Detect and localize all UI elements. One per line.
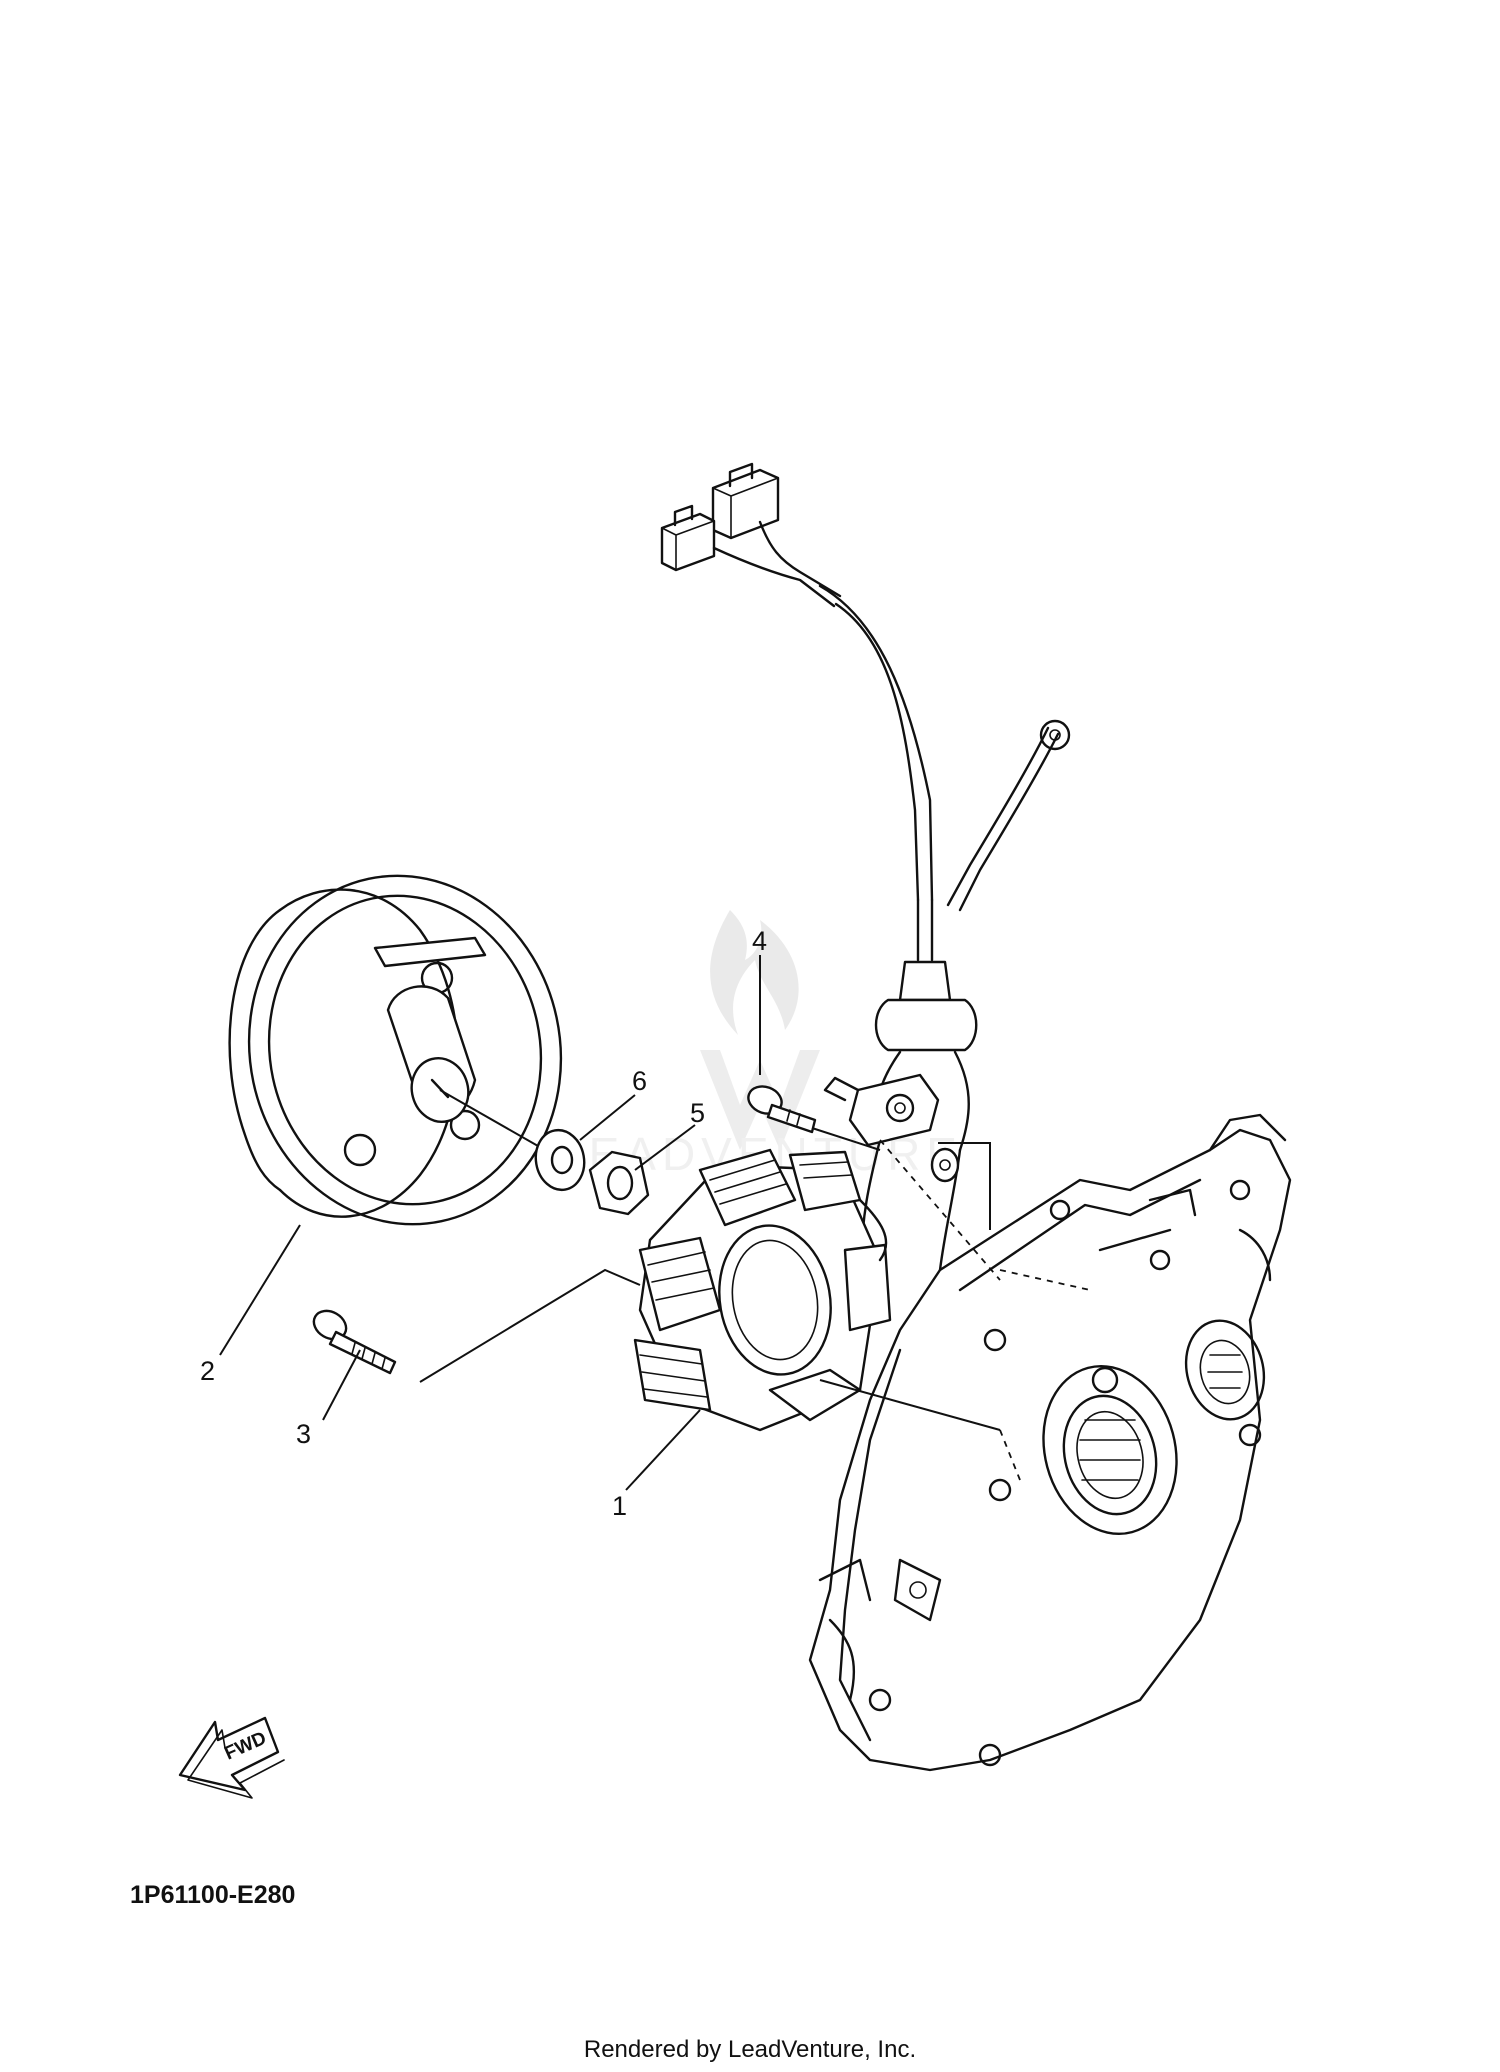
fwd-direction-arrow: FWD (178, 1716, 285, 1799)
stator-bolt (312, 1268, 641, 1383)
lead-clamp-bolt (747, 1085, 991, 1230)
washer (534, 1128, 586, 1192)
callout-3: 3 (296, 1419, 311, 1449)
rotor-flywheel (228, 874, 563, 1226)
lead-clamp (823, 1073, 960, 1183)
footer-credit: Rendered by LeadVenture, Inc. (584, 2036, 916, 2063)
callout-2: 2 (200, 1356, 215, 1386)
callout-1: 1 (612, 1491, 627, 1521)
callout-6: 6 (632, 1066, 647, 1096)
wire-harness (660, 462, 1071, 1272)
diagram-code: 1P61100-E280 (130, 1881, 295, 1909)
crankcase-cover (808, 1113, 1292, 1772)
leader-lines (219, 955, 761, 1491)
callout-4: 4 (752, 926, 767, 956)
nut (588, 1150, 650, 1216)
callout-5: 5 (690, 1098, 705, 1128)
stator-assembly (633, 1148, 1001, 1432)
